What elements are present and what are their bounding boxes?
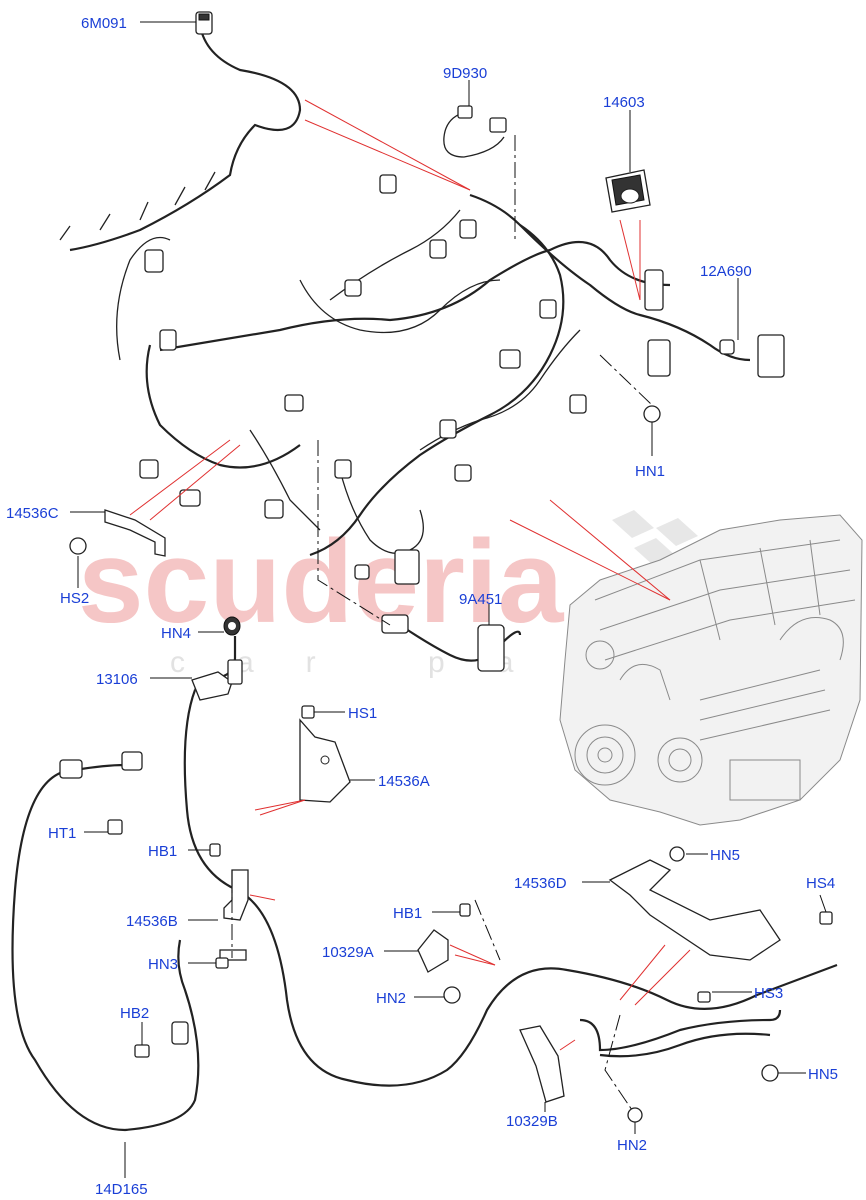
callout-hs2: HS2 (60, 590, 89, 607)
callout-hn2-bottom: HN2 (617, 1137, 647, 1154)
callout-12a690: 12A690 (700, 263, 752, 280)
callout-hb1-mid: HB1 (393, 905, 422, 922)
callout-14536c: 14536C (6, 505, 59, 522)
callout-13106: 13106 (96, 671, 138, 688)
callout-6m091: 6M091 (81, 15, 127, 32)
callout-14d165: 14D165 (95, 1181, 148, 1198)
callout-9a451: 9A451 (459, 591, 502, 608)
callout-hn4: HN4 (161, 625, 191, 642)
grommet-14603 (605, 169, 651, 213)
engine-wiring-harness (59, 11, 785, 672)
callout-labels: 6M091 9D930 14603 12A690 HN1 14536C HS2 … (6, 15, 838, 1198)
callout-10329a: 10329A (322, 944, 374, 961)
callout-hn5-bottom: HN5 (808, 1066, 838, 1083)
assembly-lines (231, 135, 653, 1111)
callout-hs4: HS4 (806, 875, 835, 892)
sensor-lead-9a451 (381, 614, 522, 672)
connector-strap-top (59, 751, 189, 1045)
engine-illustration (559, 514, 863, 826)
bracket-14536c (104, 509, 166, 557)
callout-hs1: HS1 (348, 705, 377, 722)
callout-hb1-left: HB1 (148, 843, 177, 860)
duct-10329b (519, 1025, 565, 1103)
callout-14536a: 14536A (378, 773, 430, 790)
connector-6m091 (195, 11, 213, 35)
bracket-14536d (608, 859, 781, 961)
callout-ht1: HT1 (48, 825, 76, 842)
callout-hn5-top: HN5 (710, 847, 740, 864)
callout-hb2: HB2 (120, 1005, 149, 1022)
association-lines (129, 99, 691, 1051)
callout-9d930: 9D930 (443, 65, 487, 82)
callout-hn2-mid: HN2 (376, 990, 406, 1007)
lower-harness-assembly (11, 405, 838, 1132)
fasteners (69, 405, 833, 1123)
sensor-9d930 (443, 105, 507, 158)
callout-14536d: 14536D (514, 875, 567, 892)
bracket-14536a (299, 718, 351, 803)
callout-hs3: HS3 (754, 985, 783, 1002)
nut-hn4 (223, 616, 241, 636)
harness-connectors (139, 174, 785, 585)
callout-14603: 14603 (603, 94, 645, 111)
callout-hn3: HN3 (148, 956, 178, 973)
callout-hn1: HN1 (635, 463, 665, 480)
connector-13106 (191, 659, 243, 701)
clip-10329a (417, 929, 449, 973)
leader-lines (70, 21, 827, 1178)
callout-10329b: 10329B (506, 1113, 558, 1130)
callout-14536b: 14536B (126, 913, 178, 930)
